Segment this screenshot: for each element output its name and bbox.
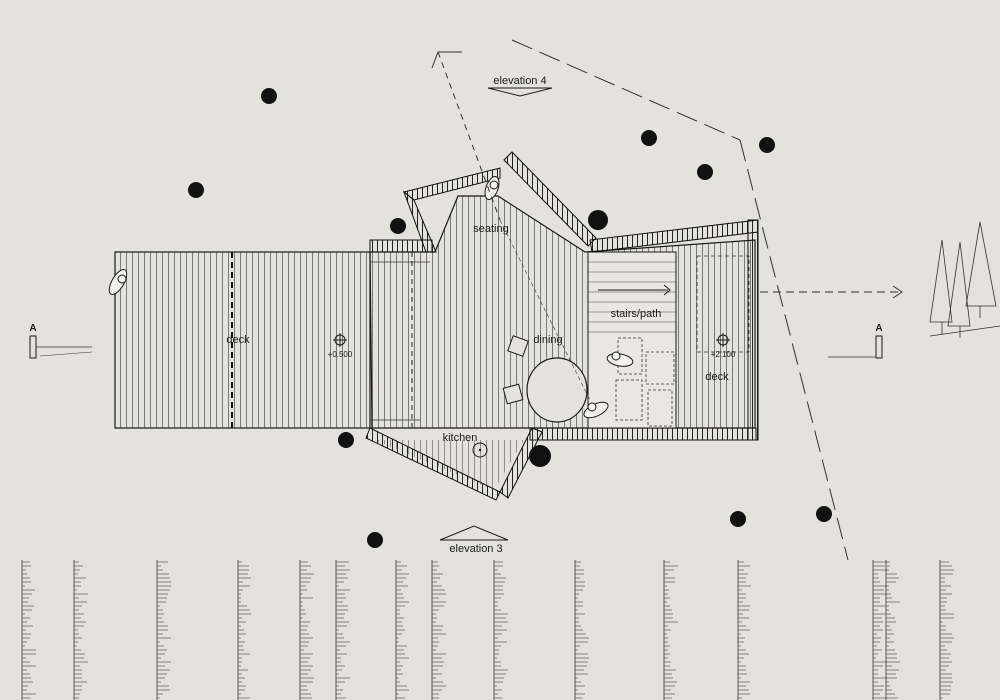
level-marker-east [716,333,730,347]
level-west-label: +0.500 [328,350,353,359]
sketch-trees [929,221,1000,338]
section-right-label: A [875,323,882,334]
elevation-3-label: elevation 3 [449,543,502,555]
person-dining [583,401,609,419]
level-marker-west [333,333,347,347]
label-dining: dining [533,334,562,346]
person-figures [108,176,634,419]
elevation-4-marker[interactable]: elevation 4 [487,75,553,97]
label-deck-west: deck [226,334,250,346]
elevation-3-marker[interactable]: elevation 3 [439,525,509,555]
level-east-label: +2.100 [711,350,736,359]
section-left-label: A [29,323,36,334]
dining-table [499,219,591,423]
kitchen-sink [472,442,488,458]
tree-dots [188,88,832,548]
bottom-tick-strips [21,560,954,700]
section-marker-left[interactable]: A [29,323,93,359]
label-kitchen: kitchen [443,432,478,444]
label-seating: seating [473,223,508,235]
person-west-deck [108,269,128,295]
site-lines [431,39,903,561]
person-stairs [606,351,634,367]
label-stairs: stairs/path [611,308,662,320]
kitchen-floor [374,440,524,490]
west-deck [114,251,371,429]
stairs-block [587,251,750,429]
label-deck-east: deck [705,371,729,383]
elevation-4-label: elevation 4 [493,75,546,87]
person-seating [484,176,500,200]
section-marker-right[interactable]: A [828,323,883,359]
